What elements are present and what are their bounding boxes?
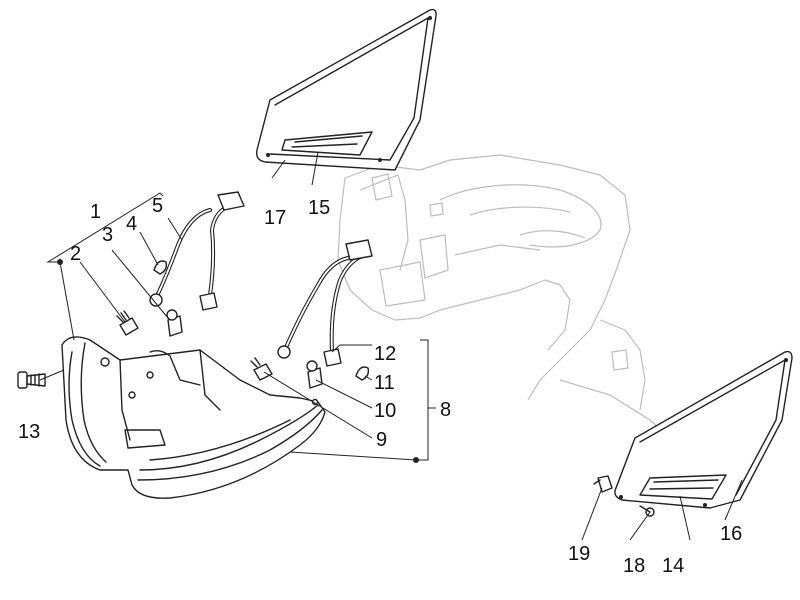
callout-1: 1 [90,201,101,223]
clip-fastener [593,475,613,493]
rubber-cap-left [153,260,168,275]
rubber-cap-right [355,366,370,381]
callout-19: 19 [568,543,590,565]
upper-side-panel [255,8,437,171]
headlight-assembly [61,336,326,499]
callout-15: 15 [308,197,330,219]
callout-13: 13 [18,421,40,443]
callout-12: 12 [374,343,396,365]
callout-3: 3 [102,224,113,246]
bulb-main-right [306,360,323,389]
callout-17: 17 [264,207,286,229]
callout-16: 16 [720,523,742,545]
callout-8: 8 [440,399,451,421]
callout-18: 18 [623,555,645,577]
lower-side-panel [614,350,793,509]
bulb-main-left [166,309,183,337]
upper-panel-insert [281,131,373,156]
bulb-parking-left [116,310,139,336]
group-bracket-right [413,339,436,463]
callout-labels: 1 2 3 4 5 8 9 10 11 12 13 14 15 16 17 18… [18,195,742,577]
front-shield-ghost [337,154,673,441]
callout-10: 10 [374,400,396,422]
screw-panel [639,505,655,517]
lower-panel-insert [639,474,727,500]
callout-11: 11 [374,372,395,394]
callout-14: 14 [662,555,684,577]
wiring-harness-left [149,191,245,311]
wiring-harness-right [277,239,373,367]
callout-5: 5 [152,195,163,217]
bulb-parking-right [250,357,273,381]
leader-lines [39,151,743,541]
callout-4: 4 [126,213,137,235]
callout-2: 2 [70,243,81,265]
callout-9: 9 [376,429,387,451]
screw-headlight [17,371,46,389]
